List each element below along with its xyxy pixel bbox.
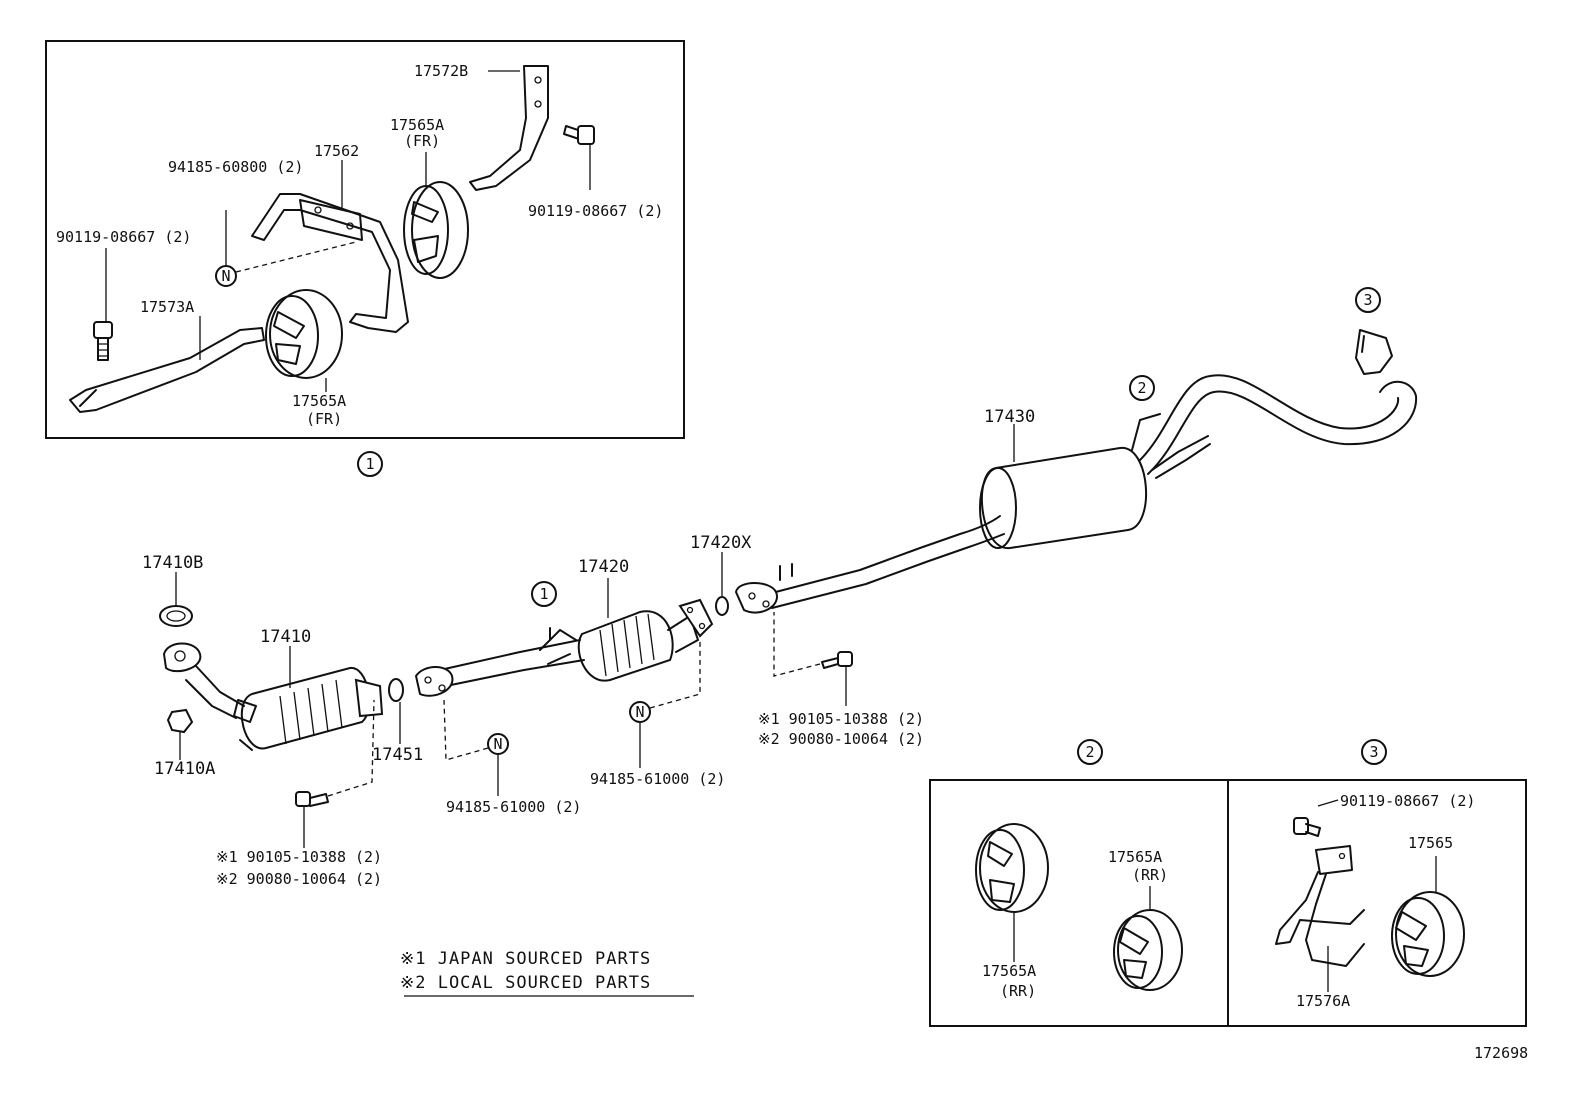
label-17565A-top: 17565A [390,116,444,134]
nut-N-label: N [221,267,230,285]
gasket-17451 [388,678,404,702]
inset-1-frame [45,40,685,439]
label-star2-left: ※2 90080-10064 (2) [216,870,382,888]
bracket-17576A [1275,845,1365,967]
hanger-bracket-3 [1355,329,1393,375]
label-94185-61000-b: 94185-61000 (2) [590,770,725,788]
label-star2-right: ※2 90080-10064 (2) [758,730,924,748]
label-17410A: 17410A [154,759,215,779]
muffler-17430 [979,446,1148,550]
label-17420X: 17420X [690,533,752,553]
inset-2-rear-mounts: 2 17565A (RR) 17565A (RR) [929,739,1229,1027]
label-star1-left: ※1 90105-10388 (2) [216,848,382,866]
tail-pipe [1139,374,1400,461]
label-fr-top: (FR) [404,132,440,150]
front-pipe-flange [414,666,454,697]
label-fr-bottom: (FR) [306,410,342,428]
main-exhaust-assembly: N N 1 2 3 17430 17420X 17420 17410B 1741… [142,287,1418,888]
label-star1-right: ※1 90105-10388 (2) [758,710,924,728]
rubber-mount-17565A-top-icon [403,181,469,279]
callout-3-main-text: 3 [1363,291,1372,309]
label-94185-60800: 94185-60800 (2) [168,158,303,176]
label-17565A-rr-left: 17565A [982,962,1036,980]
bolt-left-icon [295,791,329,807]
label-17562: 17562 [314,142,359,160]
label-17451: 17451 [372,745,423,765]
label-17573A: 17573A [140,298,194,316]
callout-1-main-text: 1 [539,585,548,603]
callout-1-main [531,581,557,607]
label-17410: 17410 [260,627,311,647]
label-17410B: 17410B [142,553,203,573]
label-17576A: 17576A [1296,992,1350,1010]
legend-notes: ※1 JAPAN SOURCED PARTS ※2 LOCAL SOURCED … [400,949,694,997]
bracket-17573A [69,327,265,413]
center-pipe [767,515,1001,595]
label-17565A-rr-right: 17565A [1108,848,1162,866]
callout-2-main [1129,375,1155,401]
inset-1-front-mounts: N 17572B 17565A (FR) 17562 94185-60800 (… [45,40,685,439]
bolt-90119-08667-inset3-icon [1293,817,1321,837]
nut-N-front-label: N [493,735,502,753]
label-17565A-bottom: 17565A [292,392,346,410]
manifold-converter-17410 [162,642,384,751]
callout-1-inset-text: 1 [365,455,374,473]
bolt-right-icon [821,651,853,669]
callout-2-inset [1077,739,1103,765]
label-17420: 17420 [578,557,629,577]
bolt-90119-08667-left-icon [93,321,113,361]
label-17430: 17430 [984,407,1035,427]
center-pipe-flange [734,582,778,614]
label-17572B: 17572B [414,62,468,80]
hanger-2 [1131,413,1211,479]
label-94185-61000-a: 94185-61000 (2) [446,798,581,816]
nut-N-center-label: N [635,703,644,721]
label-90119-08667-right: 90119-08667 (2) [528,202,663,220]
nut-17410A-icon [166,708,194,734]
callout-2-inset-text: 2 [1085,743,1094,761]
callout-3-inset [1361,739,1387,765]
note-japan-sourced: ※1 JAPAN SOURCED PARTS [400,949,651,969]
label-17565: 17565 [1408,834,1453,852]
catalytic-converter-17420 [577,598,714,682]
bolt-90119-08667-icon [563,125,595,145]
callout-1-inset [357,451,383,477]
rubber-mount-17565A-rr-right-icon [1113,909,1183,991]
front-pipe [439,639,585,687]
callout-2-main-text: 2 [1137,379,1146,397]
rubber-mount-17565A-rr-left-icon [975,823,1049,913]
inset-3-tail-mount: 3 90119-08667 (2) 17576A 17565 [1227,739,1527,1027]
label-rr-right: (RR) [1132,866,1168,884]
bracket-17572B [469,65,549,191]
label-rr-left: (RR) [1000,982,1036,1000]
inset-2-frame [929,779,1229,1027]
label-90119-08667-left: 90119-08667 (2) [56,228,191,246]
rubber-mount-17565A-bottom-icon [265,289,343,379]
inset-3-frame [1227,779,1527,1027]
label-90119-08667-inset3: 90119-08667 (2) [1340,792,1475,810]
callout-3-inset-text: 3 [1369,743,1378,761]
diagram-id: 172698 [1474,1044,1528,1062]
note-local-sourced: ※2 LOCAL SOURCED PARTS [400,973,651,993]
gasket-17420X [715,596,729,616]
gasket-17410B [159,605,193,627]
rubber-mount-17565-icon [1391,891,1465,977]
callout-3-main [1355,287,1381,313]
